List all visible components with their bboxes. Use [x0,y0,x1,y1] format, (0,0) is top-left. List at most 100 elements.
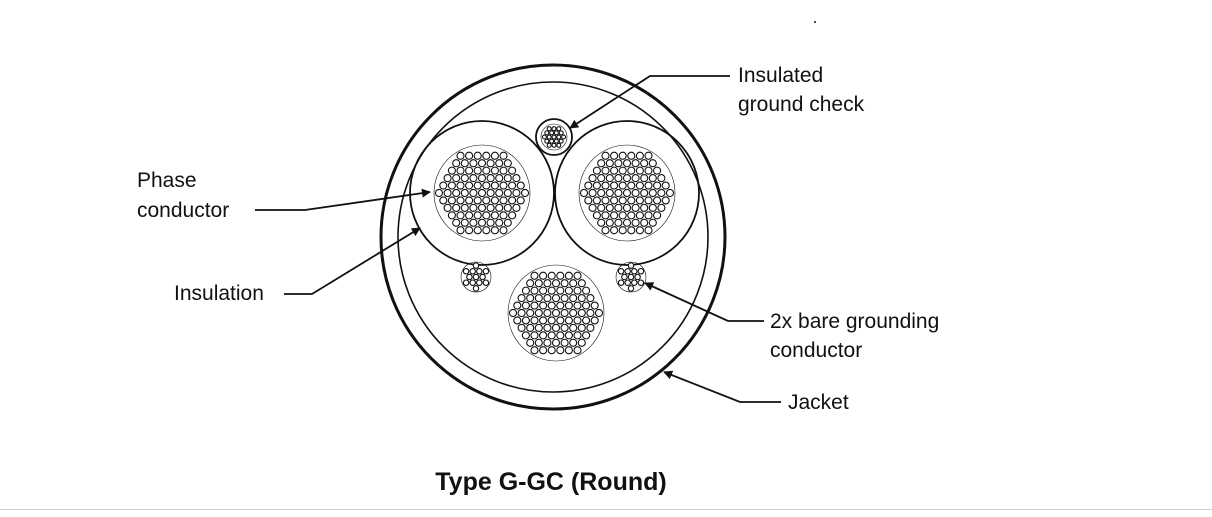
strand [539,286,548,295]
strand [657,203,666,212]
strand [547,301,556,310]
strand [635,226,644,235]
strand [456,226,465,235]
strand [551,308,561,318]
strand [477,159,487,168]
strand [482,196,491,205]
strand [617,279,625,286]
strand [460,174,469,183]
strand [551,294,561,303]
strand [627,151,636,160]
strand [592,211,601,220]
strand [508,211,517,220]
strand [665,188,675,198]
strand [517,294,526,303]
strand [644,226,653,235]
strand [452,188,461,198]
strand [551,142,557,148]
strand [564,346,573,355]
strand [573,316,582,325]
strand [586,323,595,332]
strand [617,268,625,275]
strand [477,203,487,212]
strand [486,174,495,183]
strand [569,294,578,303]
strand [499,151,508,160]
strand [610,151,619,160]
strand [653,196,662,205]
jacket-outer-circle [379,63,727,411]
strand [560,338,569,347]
strand [539,271,548,280]
strand [622,159,632,168]
label-insulated: Insulated [738,64,823,87]
strand [534,279,543,288]
strand [556,134,562,140]
strand [618,211,627,220]
strand [503,188,512,198]
label-bare-grounding-conductor: conductor [770,339,862,362]
strand [653,211,662,220]
strand [443,188,452,198]
strand [543,294,552,303]
strand [530,301,539,310]
strand [564,316,573,325]
strand [543,279,552,288]
strand [521,301,530,310]
strand [482,166,491,175]
strand [482,268,490,275]
strand [543,338,552,347]
strand [547,346,556,355]
strand [586,308,595,318]
strand [627,181,636,190]
strand [539,331,548,340]
strand [516,196,525,205]
strand [644,211,653,220]
strand [447,211,456,220]
strand [452,159,461,168]
strand [456,196,465,205]
strand [469,268,476,275]
strand [635,211,644,220]
strand [508,308,518,318]
strand-bundle-outline [433,144,531,242]
strand [456,166,465,175]
strand [627,285,635,292]
strand [546,142,552,148]
strand [558,130,564,136]
strand [499,196,508,205]
strand [635,196,644,205]
strand [549,130,555,136]
strand [564,301,573,310]
diagram-caption: Type G-GC (Round) [435,468,666,496]
strand [477,174,487,183]
label-phase: Phase [137,169,197,192]
strand [631,203,640,212]
strand [601,196,610,205]
strand [597,203,606,212]
strand [479,273,486,281]
strand [635,166,644,175]
strand [469,279,476,286]
strand [517,308,526,318]
strand [512,203,521,212]
bare-ground-conductor-right [615,261,647,293]
strand [490,166,499,175]
strand [622,174,632,183]
leader-ground-check [569,75,730,129]
strand [551,338,561,347]
strand [597,218,606,227]
strand [588,203,597,212]
strand [573,301,582,310]
strand [473,181,482,190]
strand [622,188,632,198]
strand [610,196,619,205]
strand [661,181,670,190]
strand [530,346,539,355]
strand [601,151,610,160]
strand [577,279,586,288]
strand [556,126,562,132]
strand [486,203,495,212]
strand [456,151,465,160]
label-insulation: Insulation [174,282,264,305]
